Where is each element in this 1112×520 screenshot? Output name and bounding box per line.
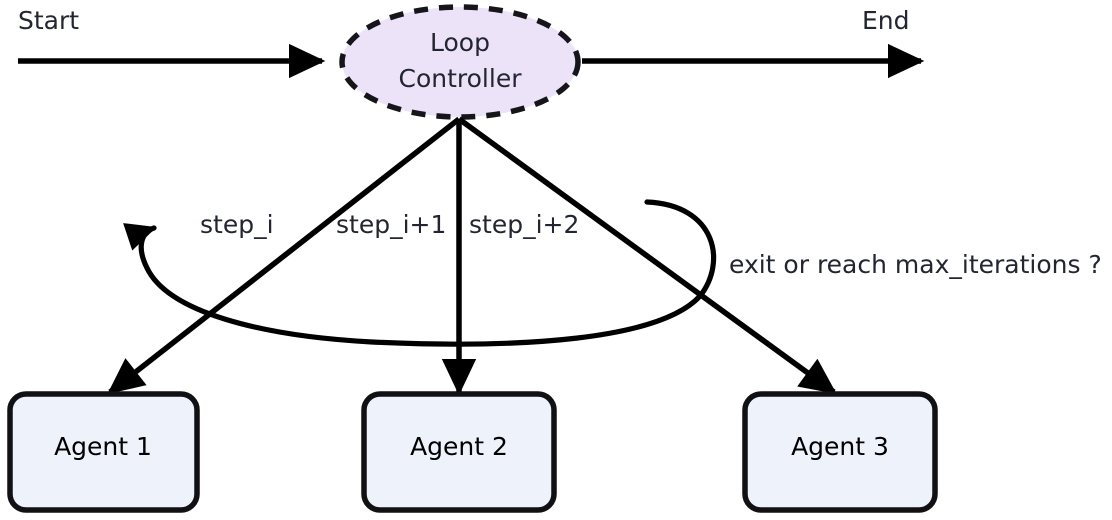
agent-1-node[interactable]	[7, 391, 200, 513]
loop-controller-node[interactable]	[339, 4, 581, 120]
feedback-loop-arrow	[123, 199, 717, 347]
agent-3-label: Agent 3	[791, 432, 889, 461]
edge-label-step-i: step_i	[200, 210, 274, 239]
agent-3-node[interactable]	[742, 391, 938, 513]
agent-1-label: Agent 1	[54, 432, 152, 461]
controller-to-agent3-arrow	[457, 116, 837, 395]
edge-label-step-i-plus-2: step_i+2	[469, 210, 579, 239]
agent-2-node[interactable]	[361, 391, 557, 513]
start-label: Start	[18, 6, 79, 35]
controller-to-agent1-arrow	[107, 116, 461, 395]
agent-2-label: Agent 2	[410, 432, 508, 461]
edge-label-exit-condition: exit or reach max_iterations ?	[729, 250, 1102, 279]
loop-controller-label-line2: Controller	[399, 64, 523, 93]
edge-label-step-i-plus-1: step_i+1	[336, 210, 446, 239]
end-label: End	[862, 6, 910, 35]
loop-controller-label-line1: Loop	[430, 28, 490, 57]
